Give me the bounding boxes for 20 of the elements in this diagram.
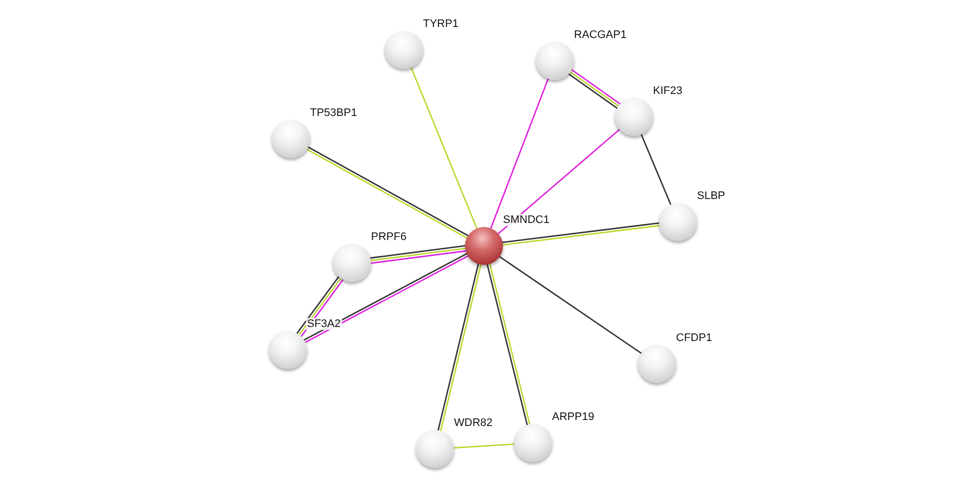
protein-label: KIF23 (652, 85, 684, 97)
protein-label: WDR82 (453, 417, 494, 429)
protein-label: TP53BP1 (309, 107, 358, 119)
protein-label: SF3A2 (306, 318, 342, 330)
protein-label: TYRP1 (422, 18, 460, 30)
protein-label: CFDP1 (675, 332, 714, 344)
connector-line (369, 245, 466, 259)
protein-label: PRPF6 (370, 231, 408, 243)
connector-line (410, 66, 478, 230)
protein-label: SLBP (696, 190, 726, 202)
protein-label: RACGAP1 (573, 29, 628, 41)
connector-line (640, 133, 672, 206)
connector-line (498, 256, 643, 354)
connector-line (370, 250, 467, 264)
connector-line (370, 248, 466, 262)
protein-label: SMNDC1 (502, 214, 550, 226)
connector-line (452, 443, 516, 449)
protein-label: ARPP19 (551, 411, 596, 423)
connector-line (490, 78, 550, 230)
connector-line (497, 128, 621, 235)
